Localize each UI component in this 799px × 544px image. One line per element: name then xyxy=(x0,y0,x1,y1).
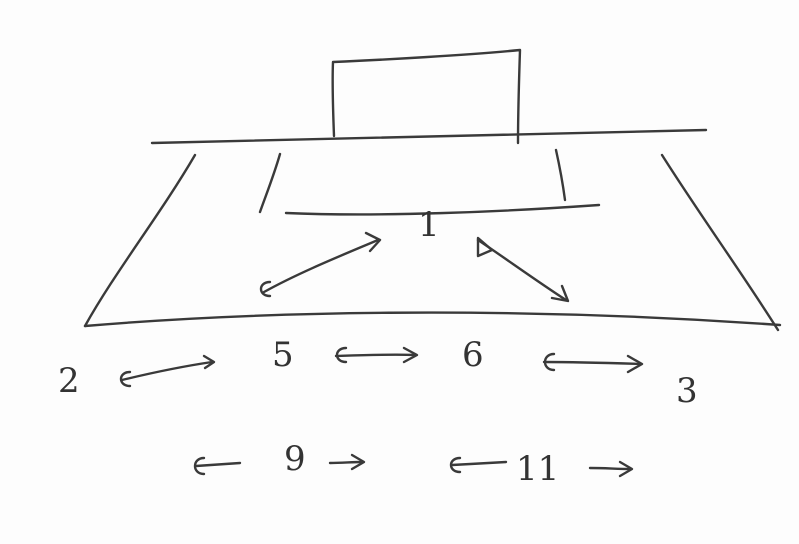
striker-left-arrow-left xyxy=(194,461,242,468)
center-back-left-arrow-tail xyxy=(335,346,348,364)
label-goalkeeper: 1 xyxy=(418,205,440,245)
keeper-arrow-left-tail xyxy=(259,280,272,298)
penalty-box-right xyxy=(554,148,567,202)
goal xyxy=(331,48,522,145)
label-striker-right: 11 xyxy=(516,449,559,489)
striker-right-arrow-right xyxy=(588,466,632,471)
penalty-box-front xyxy=(284,203,601,216)
left-back-arrow-head xyxy=(202,354,216,370)
label-left-back: 2 xyxy=(58,361,80,401)
keeper-arrow-right-tail xyxy=(476,236,494,258)
striker-right-arrow-left-tail xyxy=(449,456,462,474)
field-left-side xyxy=(83,153,197,328)
field-right-side xyxy=(660,153,780,332)
label-right-back: 3 xyxy=(676,371,698,411)
field-bottom-line xyxy=(83,311,782,328)
keeper-arrow-left xyxy=(262,238,380,294)
striker-right-arrow-left xyxy=(450,460,508,467)
left-back-arrow xyxy=(120,360,214,382)
center-back-left-arrow xyxy=(334,353,418,358)
striker-left-arrow-right-head xyxy=(350,453,366,471)
center-back-right-arrow-head xyxy=(626,354,644,374)
keeper-arrow-right-head xyxy=(550,284,570,303)
penalty-box-left xyxy=(258,152,282,214)
striker-left-arrow-right xyxy=(328,460,364,465)
center-back-left-arrow-head xyxy=(402,346,419,364)
left-back-arrow-tail xyxy=(119,370,132,388)
striker-right-arrow-right-head xyxy=(618,460,634,478)
striker-left-arrow-left-tail xyxy=(193,456,206,476)
keeper-arrow-left-head xyxy=(364,231,382,253)
label-striker-left: 9 xyxy=(284,439,306,479)
goal-line xyxy=(150,128,708,145)
center-back-right-arrow-tail xyxy=(543,352,556,372)
label-center-back-right: 6 xyxy=(462,335,484,375)
center-back-right-arrow xyxy=(542,360,643,366)
label-center-back-left: 5 xyxy=(272,335,294,375)
